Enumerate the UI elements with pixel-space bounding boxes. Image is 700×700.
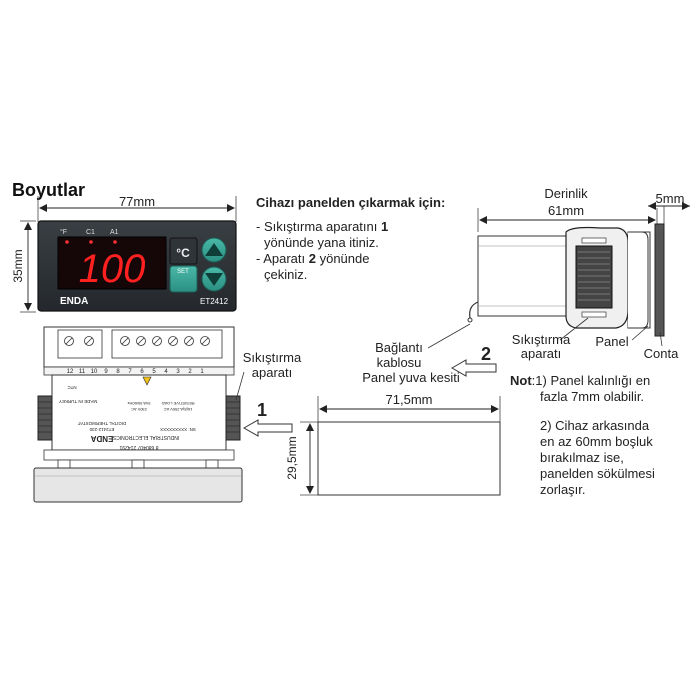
label-model: ET2412-230 (89, 427, 114, 432)
warning-icon (142, 376, 152, 386)
panel-label: Panel (595, 334, 628, 349)
rating-4: RESISTIVE LOAD (161, 401, 194, 406)
down-button[interactable] (201, 266, 227, 292)
terminal-3: 3 (176, 369, 180, 375)
barcode-text: 8 680407 214291 (119, 444, 158, 450)
cutout-label: Panel yuva kesiti (362, 370, 460, 385)
arrow-2-label: 2 (481, 344, 491, 364)
side-clamp-label-2: aparatı (521, 346, 561, 361)
front-width-dimension (37, 196, 237, 222)
rating-3: 16(8)A 250V AC (164, 407, 193, 412)
label-origin: MADE IN TURKEY (59, 399, 97, 404)
step-2-text: - Aparatı (256, 251, 309, 266)
terminal-7: 7 (128, 369, 132, 375)
cutout-width-label: 71,5mm (386, 392, 433, 407)
a1-label: A1 (110, 229, 119, 236)
terminal-1: 1 (200, 369, 204, 375)
terminal-5: 5 (152, 369, 156, 375)
label-serial: SN: XXXXXXXXX (160, 427, 196, 432)
label-ntc: NTC (67, 385, 77, 390)
label-company: INDUSTRIAL ELECTRONICS (112, 434, 179, 440)
led-f (65, 240, 69, 244)
terminal-6: 6 (140, 369, 144, 375)
step-1-text: - Sıkıştırma aparatını (256, 219, 381, 234)
note-2-line-3: bırakılmaz ise, (540, 450, 624, 465)
front-height-dimension (20, 220, 36, 313)
terminal-8: 8 (116, 369, 120, 375)
terminal-12: 12 (67, 369, 74, 375)
note-prefix: Not (510, 373, 532, 388)
top-clamp-label-2: aparatı (252, 365, 292, 380)
rating-2: 5VA 50/60Hz (127, 401, 150, 406)
unit-f-label: °F (60, 228, 67, 236)
rating-1: 230V AC (131, 407, 147, 412)
note-2-line-4: panelden sökülmesi (540, 466, 655, 481)
front-model: ET2412 (200, 297, 229, 306)
cable-leader (427, 323, 471, 349)
note-2-line-1: 2) Cihaz arkasında (540, 418, 650, 433)
front-width-label: 77mm (119, 194, 155, 209)
panel-leader (631, 325, 649, 341)
top-clamp-label-1: Sıkıştırma (243, 350, 302, 365)
set-label: SET (177, 269, 189, 275)
note-1-line-2: fazla 7mm olabilir. (540, 389, 645, 404)
front-height-label: 35mm (11, 249, 25, 282)
terminal-10: 10 (91, 369, 98, 375)
set-button[interactable] (169, 265, 198, 293)
label-product: DIGITAL THERMOSTAT (78, 421, 127, 426)
led-a1 (113, 240, 117, 244)
terminal-11: 11 (79, 369, 86, 375)
terminal-2: 2 (188, 369, 192, 375)
step-2-number: 2 (308, 251, 316, 266)
side-clamp-label-1: Sıkıştırma (512, 332, 571, 347)
panel-cutout (317, 421, 501, 496)
gasket-label: Conta (644, 346, 679, 361)
arrow-2 (450, 359, 497, 377)
gasket-dimension (648, 202, 690, 226)
cable-label-2: kablosu (377, 355, 422, 370)
c1-label: C1 (86, 229, 95, 236)
up-button[interactable] (201, 237, 227, 263)
cutout-dimensions (300, 396, 501, 496)
thermostat-side-view (467, 223, 665, 337)
step-2-text-b: yönünde (315, 251, 370, 266)
terminal-4: 4 (164, 369, 168, 375)
front-brand: ENDA (60, 296, 88, 307)
cutout-height-label: 29,5mm (285, 436, 299, 479)
terminal-9: 9 (104, 369, 108, 375)
clamp-leader-top (235, 371, 245, 401)
led-c1 (89, 240, 93, 244)
thermostat-top-view (33, 326, 243, 503)
up-arrow-icon (205, 243, 223, 256)
depth-value: 61mm (548, 203, 584, 218)
removal-step-2-line-1: - Aparatı 2 yönünde (256, 251, 369, 267)
label-brand: ENDA (90, 434, 113, 443)
display-value: 100 (79, 247, 146, 291)
cable-label-1: Bağlantı (375, 340, 423, 355)
note-2-line-2: en az 60mm boşluk (540, 434, 653, 449)
gasket-width-label: 5mm (656, 191, 685, 206)
note-2-line-5: zorlaşır. (540, 482, 586, 497)
arrow-1 (242, 419, 293, 437)
removal-step-2-line-2: çekiniz. (264, 267, 308, 282)
removal-step-1-line-1: - Sıkıştırma aparatını 1 (256, 219, 388, 235)
down-arrow-icon (205, 273, 223, 286)
depth-label: Derinlik (544, 186, 588, 201)
note-1-text: :1) Panel kalınlığı en (531, 373, 651, 388)
note-1-line-1: Not:1) Panel kalınlığı en (510, 373, 650, 389)
clamp-leader-side (559, 317, 589, 341)
arrow-1-label: 1 (257, 400, 267, 420)
removal-heading: Cihazı panelden çıkarmak için: (256, 195, 446, 210)
step-1-number: 1 (381, 219, 389, 234)
unit-c-label: °C (176, 246, 190, 260)
gasket-leader (659, 331, 663, 347)
removal-step-1-line-2: yönünde yana itiniz. (264, 235, 379, 250)
section-title: Boyutlar (12, 180, 86, 200)
thermostat-front-panel (37, 220, 237, 312)
